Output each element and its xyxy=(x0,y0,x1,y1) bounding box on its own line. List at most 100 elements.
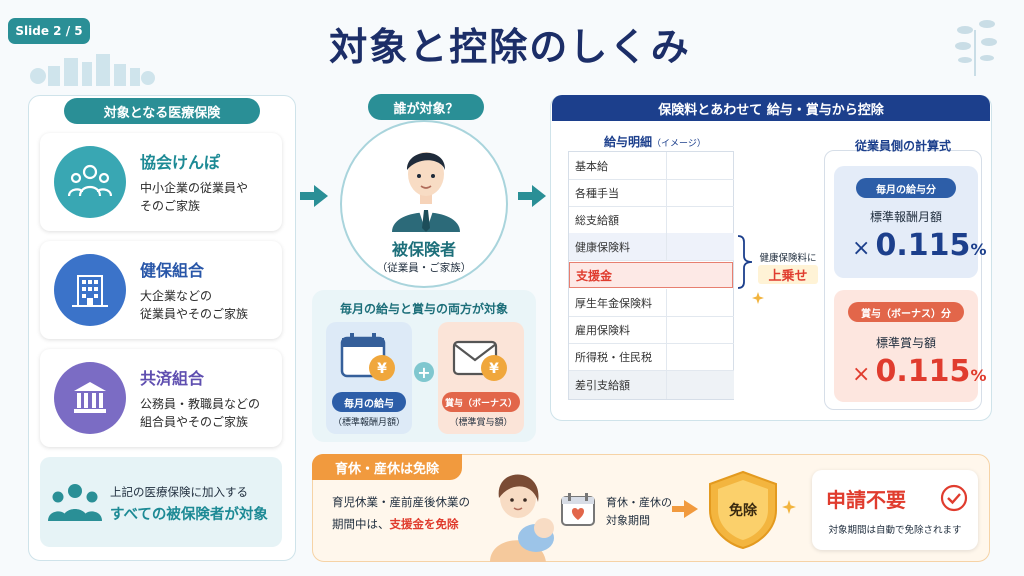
calendar-heart-icon xyxy=(561,493,595,526)
insurance-name: 共済組合 xyxy=(140,369,205,388)
times-sign: × xyxy=(852,362,871,387)
insured-title: 被保険者 xyxy=(391,240,456,259)
arrow-right-icon xyxy=(300,185,328,207)
payslip-row-label: 基本給 xyxy=(575,159,608,173)
bonus-card: ¥ 賞与（ボーナス） （標準賞与額） xyxy=(438,322,524,434)
arrow-right-icon xyxy=(672,500,698,518)
deduction-header: 保険料とあわせて 給与・賞与から控除 xyxy=(552,95,990,121)
no-application-title: 申請不要 xyxy=(826,488,906,512)
slide-badge: Slide 2 / 5 xyxy=(8,18,90,44)
envelope-yen-icon: ¥ xyxy=(452,340,507,381)
payslip-row-highlight: 支援金 xyxy=(569,262,733,288)
payslip-table: 基本給 各種手当 総支給額 健康保険料 支援金 厚生年金保険料 雇用保険料 所得… xyxy=(568,151,734,400)
payslip-row: 所得税・住民税 xyxy=(569,343,734,371)
payslip-title: 給与明細（イメージ） xyxy=(604,133,706,150)
businessman-icon xyxy=(392,152,460,232)
bonus-base: 標準賞与額 xyxy=(875,336,936,350)
calendar-yen-icon: ¥ xyxy=(340,333,395,381)
exemption-header: 育休・産休は免除 xyxy=(312,454,462,480)
monthly-formula-box: 毎月の給与分 標準報酬月額 × 0.115% xyxy=(834,166,986,278)
insurance-card-kyosai: 共済組合 公務員・教職員などの 組合員やそのご家族 xyxy=(40,349,282,447)
payslip-row-label: 支援金 xyxy=(576,268,613,283)
building-icon xyxy=(54,254,126,326)
footer-text: 上記の医療保険に加入する xyxy=(110,485,248,499)
bracket-icon xyxy=(737,235,753,289)
payslip-row: 各種手当 xyxy=(569,179,734,207)
check-circle-icon xyxy=(940,484,968,512)
bonus-rate: × 0.115% xyxy=(852,354,986,389)
svg-text:¥: ¥ xyxy=(489,361,499,377)
shield-label: 免除 xyxy=(729,503,757,519)
period-text-2: 対象期間 xyxy=(606,514,650,527)
insured-person-circle: 被保険者 （従業員・ご家族） xyxy=(340,120,508,288)
arrow-right-icon xyxy=(518,185,546,207)
insurance-name: 健保組合 xyxy=(140,261,205,280)
insurance-desc: 中小企業の従業員や そのご家族 xyxy=(140,181,249,213)
payslip-row: 差引支給額 xyxy=(569,371,734,399)
payslip-row: 厚生年金保険料 xyxy=(569,289,734,317)
no-application-note: 対象期間は自動で免除されます xyxy=(828,525,962,536)
bonus-label: 賞与（ボーナス） xyxy=(442,392,520,412)
exemption-text-lead: 期間中は、 xyxy=(332,517,390,531)
svg-text:¥: ¥ xyxy=(377,361,387,377)
payslip-row: 基本給 xyxy=(569,152,734,180)
period-text: 育休・産休の xyxy=(606,496,672,509)
bonus-tag: 賞与（ボーナス）分 xyxy=(848,302,964,322)
bonus-formula-box: 賞与（ボーナス）分 標準賞与額 × 0.115% xyxy=(834,290,986,402)
formula-title: 従業員側の計算式 xyxy=(854,139,951,153)
city-decoration-icon xyxy=(30,54,155,86)
monthly-rate: × 0.115% xyxy=(852,228,986,263)
bracket-text: 健康保険料に xyxy=(759,253,817,264)
insurance-footer: 上記の医療保険に加入する すべての被保険者が対象 xyxy=(40,457,282,547)
insurance-card-kempo: 健保組合 大企業などの 従業員やそのご家族 xyxy=(40,241,282,339)
insurance-desc: 公務員・教職員などの 組合員やそのご家族 xyxy=(140,397,261,429)
payslip-row: 総支給額 xyxy=(569,206,734,234)
plus-icon: + xyxy=(414,362,434,382)
no-application-card: 申請不要 対象期間は自動で免除されます xyxy=(812,470,978,550)
payslip-row-label: 雇用保険料 xyxy=(575,323,630,337)
payslip-row-label: 厚生年金保険料 xyxy=(575,296,652,310)
percent-sign: % xyxy=(970,366,987,385)
monthly-sub: （標準報酬月額） xyxy=(332,418,405,428)
family-icon xyxy=(54,146,126,218)
payslip-row-label: 総支給額 xyxy=(575,213,619,227)
payslip-row: 健康保険料 xyxy=(569,233,734,261)
leaf-decoration-icon xyxy=(955,20,997,76)
percent-sign: % xyxy=(970,240,987,259)
sparkle-icon xyxy=(752,292,764,304)
who-header: 誰が対象？ xyxy=(368,94,484,120)
sparkle-icon xyxy=(782,500,796,514)
payslip-row-label: 各種手当 xyxy=(575,186,619,200)
times-sign: × xyxy=(852,236,871,261)
insured-sub: （従業員・ご家族） xyxy=(376,262,472,274)
exemption-text: 育児休業・産前産後休業の xyxy=(332,495,470,509)
institution-icon xyxy=(54,362,126,434)
monthly-label: 毎月の給与 xyxy=(332,392,406,412)
payslip-row-label: 健康保険料 xyxy=(575,240,630,254)
payslip-note: （イメージ） xyxy=(652,139,706,149)
both-target-box: 毎月の給与と賞与の両方が対象 ¥ 毎月の給与 （標準報酬月額） + ¥ 賞与（ボ… xyxy=(312,290,536,442)
payslip-row-label: 所得税・住民税 xyxy=(575,350,652,364)
rate-value: 0.115 xyxy=(875,228,971,263)
shield-badge: 免除 xyxy=(706,470,780,550)
payslip-row-label: 差引支給額 xyxy=(575,379,630,392)
insurance-card-kyokai: 協会けんぽ 中小企業の従業員や そのご家族 xyxy=(40,133,282,231)
payslip-row: 雇用保険料 xyxy=(569,316,734,344)
mother-baby-icon xyxy=(490,474,554,562)
bonus-sub: （標準賞与額） xyxy=(449,418,513,428)
exemption-emphasis: 支援金を免除 xyxy=(389,517,459,531)
monthly-base: 標準報酬月額 xyxy=(869,210,942,224)
insurance-panel-header: 対象となる医療保険 xyxy=(64,98,260,124)
payslip-title-text: 給与明細 xyxy=(604,135,653,149)
monthly-salary-card: ¥ 毎月の給与 （標準報酬月額） xyxy=(326,322,412,434)
shield-icon xyxy=(709,470,777,550)
both-target-title: 毎月の給与と賞与の両方が対象 xyxy=(339,302,508,316)
exemption-text-2: 期間中は、支援金を免除 xyxy=(332,516,459,532)
bracket-emphasis: 上乗せ xyxy=(758,265,818,284)
footer-emphasis: すべての被保険者が対象 xyxy=(110,507,268,523)
page-title: 対象と控除のしくみ xyxy=(329,25,691,69)
group-icon xyxy=(48,481,102,527)
insurance-desc: 大企業などの 従業員やそのご家族 xyxy=(140,289,249,321)
insurance-name: 協会けんぽ xyxy=(140,153,221,172)
rate-value: 0.115 xyxy=(875,354,971,389)
